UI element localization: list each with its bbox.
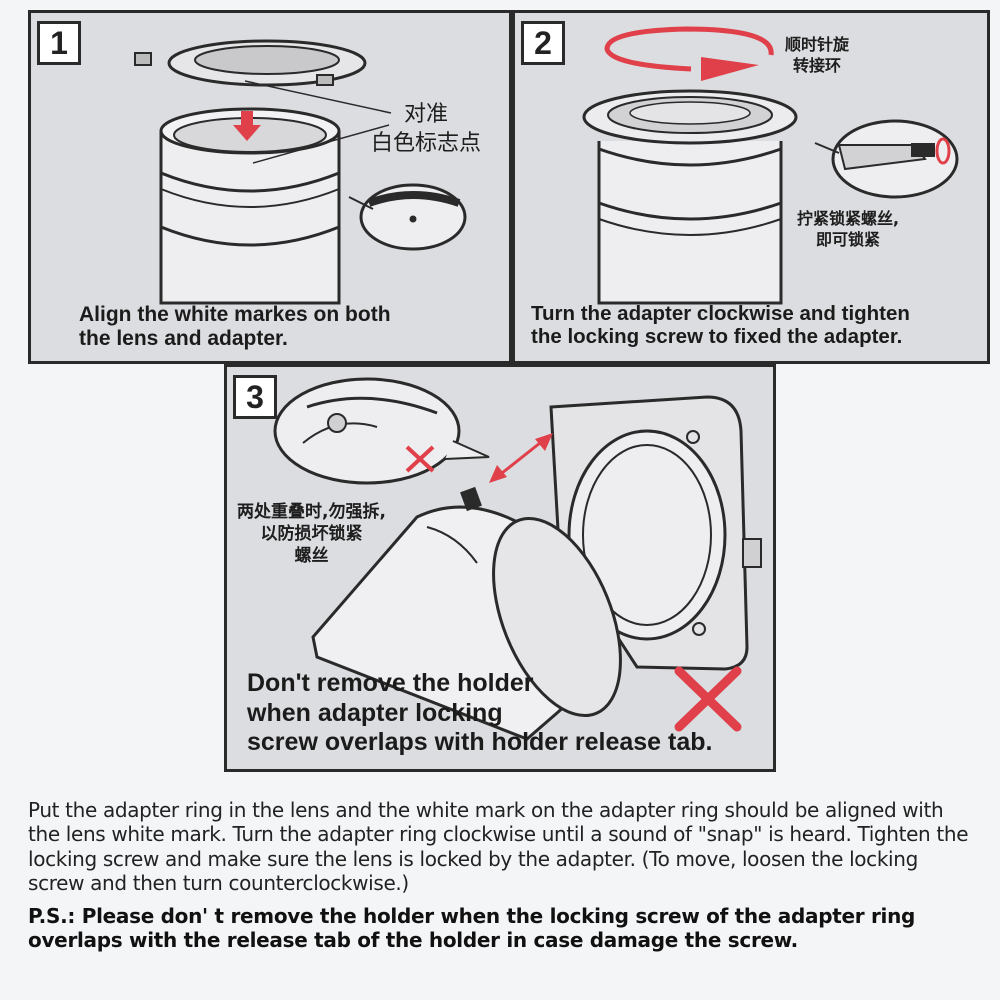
step-3-panel: 3 两处重叠时,勿强拆, 以防损坏锁紧 螺丝 Don't remove the … [224,364,776,772]
step-2-number: 2 [521,21,565,65]
cross-mark-icon [674,666,742,732]
overlap-warning-chinese-label: 两处重叠时,勿强拆, 以防损坏锁紧 螺丝 [237,502,386,567]
step-3-number: 3 [233,375,277,419]
step-1-illustration [134,39,467,305]
step-1-panel: 1 对准 白色标志点 Align the white markes on bot… [28,10,512,364]
step-2-panel: 2 顺时针旋 转接环 拧紧锁紧螺丝, 即可锁紧 Turn the adapter… [512,10,990,364]
down-arrow-icon [233,111,261,141]
double-arrow-icon [489,433,553,483]
instructions-paragraph: Put the adapter ring in the lens and the… [28,798,969,896]
step-2-caption: Turn the adapter clockwise and tighten t… [531,302,910,348]
rotate-adapter-chinese-label: 顺时针旋 转接环 [785,35,850,75]
step-1-caption: Align the white markes on both the lens … [79,303,391,350]
step-1-number: 1 [37,21,81,65]
step-3-caption: Don't remove the holder when adapter loc… [247,669,713,756]
align-marks-chinese-label: 对准 白色标志点 [371,102,482,156]
step-3-illustration [273,377,762,741]
step-2-illustration [582,26,959,305]
rotate-clockwise-icon [604,26,774,81]
cross-mark-icon [405,445,435,473]
ps-note: P.S.: Please don' t remove the holder wh… [28,904,916,953]
tighten-screw-chinese-label: 拧紧锁紧螺丝, 即可锁紧 [797,209,900,249]
